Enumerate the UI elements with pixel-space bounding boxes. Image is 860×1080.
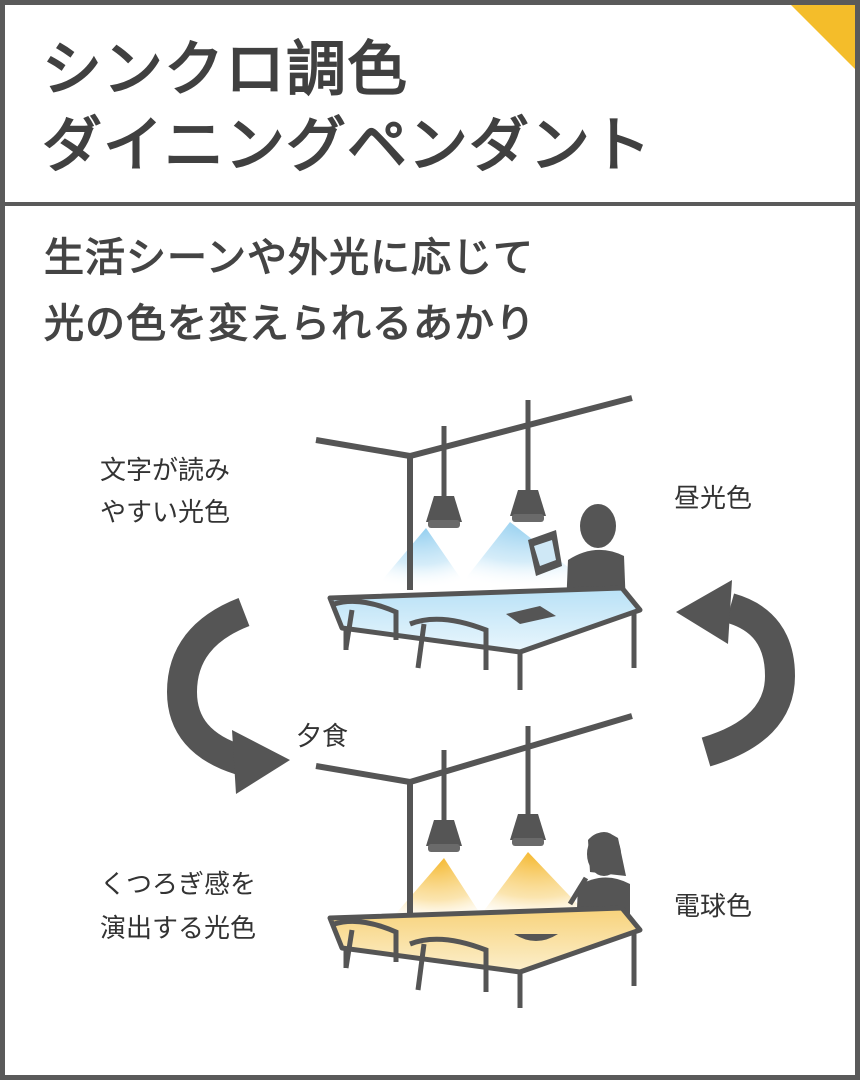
title-line-1: シンクロ調色 bbox=[42, 35, 408, 105]
bulb-scene bbox=[315, 713, 643, 1008]
daylight-caption-line-1: 文字が読み bbox=[100, 456, 231, 486]
pendant-lamp-icon bbox=[426, 820, 462, 852]
daylight-scene bbox=[315, 395, 643, 690]
bulb-color-name: 電球色 bbox=[674, 892, 753, 922]
daylight-caption-line-2: やすい光色 bbox=[100, 498, 231, 528]
pendant-lamp-icon bbox=[510, 490, 546, 522]
pendant-lamp-icon bbox=[426, 496, 462, 528]
chairs bbox=[333, 598, 489, 670]
daylight-color-name: 昼光色 bbox=[674, 484, 753, 514]
transition-label: 夕食 bbox=[296, 722, 349, 752]
title-line-2: ダイニングペンダント bbox=[42, 111, 652, 181]
bulb-caption-line-2: 演出する光色 bbox=[100, 914, 257, 944]
subtitle-line-2: 光の色を変えられるあかり bbox=[44, 301, 536, 347]
pendant-lamp-icon bbox=[510, 814, 546, 846]
dining-table bbox=[327, 905, 643, 975]
bulb-caption-line-1: くつろぎ感を bbox=[100, 870, 257, 900]
header-divider bbox=[0, 202, 860, 206]
ceiling-beam bbox=[315, 713, 633, 786]
subtitle-line-1: 生活シーンや外光に応じて bbox=[44, 235, 534, 281]
ceiling-beam bbox=[315, 395, 633, 460]
light-beam-2 bbox=[455, 522, 600, 592]
cycle-arrow-up-icon bbox=[676, 580, 796, 767]
light-beam-1 bbox=[372, 528, 470, 592]
chairs bbox=[333, 918, 489, 992]
dining-table bbox=[327, 585, 643, 655]
bowl-on-table bbox=[514, 934, 558, 941]
cycle-arrow-down-icon bbox=[166, 598, 290, 794]
accent-corner bbox=[791, 5, 855, 69]
book-on-table bbox=[506, 606, 556, 624]
